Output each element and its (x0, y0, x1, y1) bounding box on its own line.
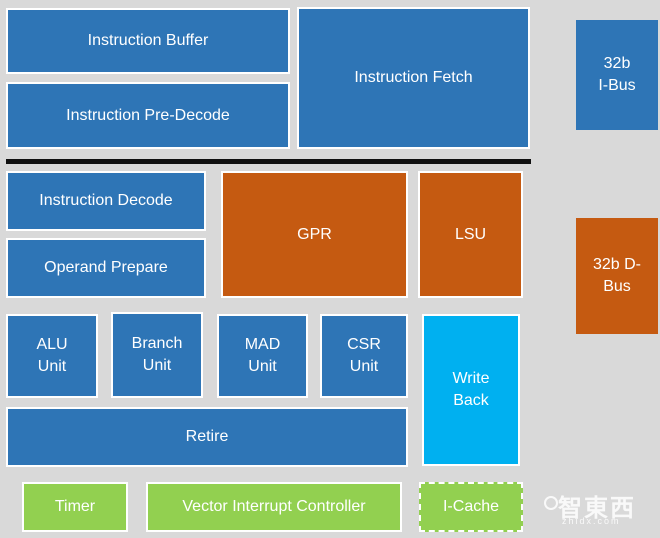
operand-prepare-block: Operand Prepare (6, 238, 206, 298)
dbus-block: 32b D- Bus (576, 218, 658, 334)
instruction-predecode-block: Instruction Pre-Decode (6, 82, 290, 149)
lsu-block: LSU (418, 171, 523, 298)
icache-label: I-Cache (442, 498, 500, 515)
instruction-buffer-label: Instruction Buffer (87, 32, 209, 49)
alu-unit-label: ALU Unit (36, 336, 68, 375)
timer-label: Timer (54, 498, 96, 515)
branch-unit-block: Branch Unit (111, 312, 203, 398)
csr-unit-label: CSR Unit (347, 336, 381, 375)
timer-block: Timer (22, 482, 128, 532)
operand-prepare-label: Operand Prepare (44, 259, 168, 276)
mad-unit-label: MAD Unit (244, 336, 281, 375)
vector-interrupt-controller-label: Vector Interrupt Controller (182, 498, 366, 515)
mad-unit-block: MAD Unit (217, 314, 308, 398)
instruction-decode-block: Instruction Decode (6, 171, 206, 231)
alu-unit-block: ALU Unit (6, 314, 98, 398)
write-back-block: Write Back (422, 314, 520, 466)
ibus-label: 32b I-Bus (598, 55, 636, 94)
write-back-label: Write Back (452, 370, 490, 409)
retire-label: Retire (185, 428, 229, 445)
watermark-circle-icon (544, 496, 558, 510)
instruction-fetch-block: Instruction Fetch (297, 7, 530, 149)
instruction-predecode-label: Instruction Pre-Decode (66, 106, 230, 124)
watermark-logo: 智東西 zhidx.com (540, 488, 650, 528)
ibus-block: 32b I-Bus (576, 20, 658, 130)
dbus-label: 32b D- Bus (592, 256, 642, 295)
branch-unit-label: Branch Unit (131, 335, 183, 374)
csr-unit-block: CSR Unit (320, 314, 408, 398)
instruction-decode-label: Instruction Decode (39, 192, 173, 209)
retire-block: Retire (6, 407, 408, 467)
instruction-buffer-block: Instruction Buffer (6, 8, 290, 74)
lsu-label: LSU (454, 225, 487, 243)
vector-interrupt-controller-block: Vector Interrupt Controller (146, 482, 402, 532)
icache-block: I-Cache (419, 482, 523, 532)
gpr-label: GPR (297, 225, 332, 243)
gpr-block: GPR (221, 171, 408, 298)
watermark-subtext: zhidx.com (562, 516, 621, 526)
instruction-fetch-label: Instruction Fetch (354, 69, 473, 86)
watermark-text: 智東西 (558, 495, 636, 522)
pipeline-divider (6, 159, 531, 164)
